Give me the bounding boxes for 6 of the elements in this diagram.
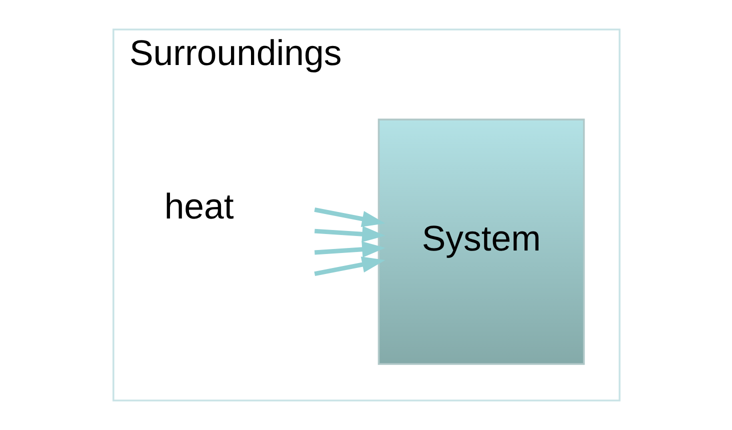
arrow bbox=[314, 207, 385, 227]
arrow bbox=[314, 226, 385, 242]
arrow bbox=[314, 241, 385, 258]
node-box: System bbox=[377, 118, 584, 365]
label: heat bbox=[164, 186, 234, 227]
arrow bbox=[314, 256, 385, 276]
